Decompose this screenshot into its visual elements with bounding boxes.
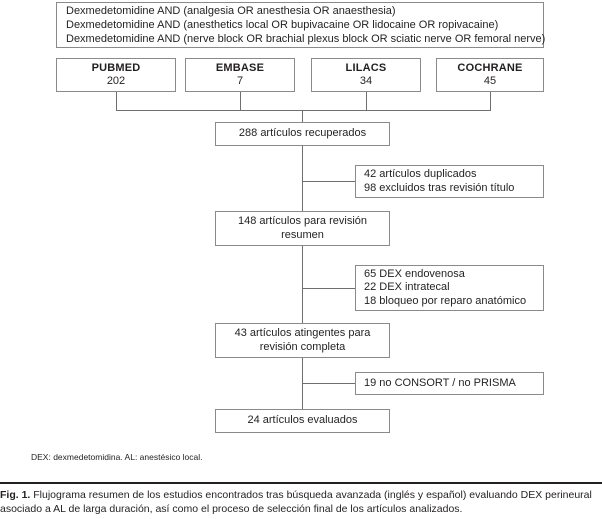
figure-caption: Fig. 1. Flujograma resumen de los estudi… <box>0 489 602 516</box>
database-count: 202 <box>106 75 126 87</box>
connector-bus-to-retrieved <box>302 110 303 122</box>
connector-cochrane-down <box>490 92 491 110</box>
database-box-pubmed: PUBMED 202 <box>56 58 176 92</box>
box-line: 19 no CONSORT / no PRISMA <box>364 376 516 389</box>
box-line: 43 artículos atingentes para <box>234 327 371 339</box>
database-box-cochrane: COCHRANE 45 <box>436 58 544 92</box>
database-name: EMBASE <box>215 62 265 74</box>
box-line: revisión completa <box>259 340 346 353</box>
box-excluded-after-title: 42 artículos duplicados 98 excluidos tra… <box>355 165 544 198</box>
box-line: 288 artículos recuperados <box>238 127 367 140</box>
search-query-box: Dexmedetomidine AND (analgesia OR anesth… <box>56 2 546 48</box>
connector-branch-excluded-route <box>302 288 355 289</box>
box-articles-abstract-review: 148 artículos para revisión resumen <box>215 211 390 246</box>
box-line: 18 bloqueo por reparo anatómico <box>364 294 527 307</box>
connector-lilacs-down <box>366 92 367 110</box>
box-line: 22 DEX intratecal <box>364 281 450 294</box>
figure-caption-label: Fig. 1. <box>0 489 31 501</box>
connector-database-bus <box>116 110 491 111</box>
query-line-2: Dexmedetomidine AND (anesthetics local O… <box>66 19 499 31</box>
database-name: PUBMED <box>91 62 141 74</box>
box-excluded-after-abstract: 65 DEX endovenosa 22 DEX intratecal 18 b… <box>355 265 544 311</box>
database-box-embase: EMBASE 7 <box>185 58 295 92</box>
connector-retrieved-to-abstract <box>302 146 303 211</box>
connector-branch-excluded-consort <box>302 383 355 384</box>
connector-branch-excluded-title <box>302 181 355 182</box>
query-line-1: Dexmedetomidine AND (analgesia OR anesth… <box>66 5 396 17</box>
abbreviation-legend: DEX: dexmedetomidina. AL: anestésico loc… <box>31 452 203 462</box>
box-line: 65 DEX endovenosa <box>364 267 465 280</box>
box-articles-evaluated: 24 artículos evaluados <box>215 409 390 433</box>
connector-pubmed-down <box>116 92 117 110</box>
box-line: 24 artículos evaluados <box>247 414 358 427</box>
figure-caption-text: Flujograma resumen de los estudios encon… <box>0 489 592 515</box>
connector-embase-down <box>240 92 241 110</box>
database-count: 34 <box>359 75 373 87</box>
box-articles-retrieved: 288 artículos recuperados <box>215 122 390 146</box>
caption-divider <box>0 482 602 484</box>
database-count: 45 <box>483 75 497 87</box>
database-count: 7 <box>236 75 244 87</box>
box-articles-full-review: 43 artículos atingentes para revisión co… <box>215 323 390 358</box>
database-box-lilacs: LILACS 34 <box>311 58 421 92</box>
box-excluded-no-consort-prisma: 19 no CONSORT / no PRISMA <box>355 372 544 395</box>
box-line: 148 artículos para revisión <box>237 215 367 227</box>
box-line: 42 artículos duplicados <box>364 168 477 180</box>
box-line: resumen <box>281 228 324 241</box>
database-name: COCHRANE <box>457 62 523 74</box>
database-name: LILACS <box>345 62 387 74</box>
query-line-3: Dexmedetomidine AND (nerve block OR brac… <box>66 33 546 45</box>
box-line: 98 excluidos tras revisión título <box>364 181 515 194</box>
connector-abstract-to-full <box>302 246 303 323</box>
